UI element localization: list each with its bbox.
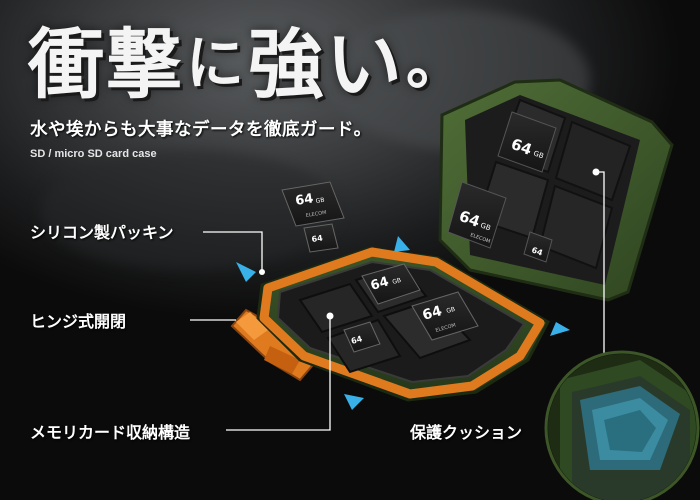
feature-cushion: 保護クッション	[410, 423, 523, 442]
card-unit: GB	[392, 277, 402, 286]
card-capacity: 64	[421, 303, 444, 324]
lid-card: 64 GB	[497, 111, 557, 173]
headline: 衝撃に強い。	[28, 8, 468, 109]
callout-line-gasket	[203, 231, 263, 272]
lid-micro-card: 64	[523, 231, 553, 263]
seal-arrows	[236, 236, 570, 410]
arrow-icon	[394, 236, 410, 252]
card-unit: GB	[446, 306, 456, 315]
lid-card: 64 GB ELECOM	[447, 181, 507, 249]
card-unit: GB	[315, 197, 325, 205]
arrow-icon	[344, 394, 364, 410]
floating-micro-card: 64	[303, 223, 339, 253]
card-unit: GB	[479, 221, 492, 232]
feature-gasket: シリコン製パッキン	[30, 223, 174, 242]
headline-part4: 。	[406, 29, 467, 97]
feature-storage: メモリカード収納構造	[30, 423, 191, 442]
headline-part2: に	[186, 29, 247, 97]
cushion-zoom-inset	[544, 350, 700, 500]
headline-part3: 強い	[248, 20, 405, 109]
card-unit: GB	[532, 149, 545, 160]
card-brand: ELECOM	[435, 322, 457, 334]
subtitle-en: SD / micro SD card case	[30, 148, 157, 160]
card-capacity: 64	[311, 233, 324, 244]
card-capacity: 64	[530, 245, 544, 257]
card-capacity: 64	[350, 334, 364, 346]
headline-part1: 衝撃	[28, 20, 184, 109]
callout-dots	[259, 168, 600, 320]
base-micro-card: 64	[343, 321, 381, 353]
arrow-icon	[236, 262, 256, 282]
subtitle: 水や埃からも大事なデータを徹底ガード。	[30, 120, 372, 140]
feature-hinge: ヒンジ式開閉	[30, 312, 127, 331]
arrow-icon	[550, 322, 570, 336]
base-card: 64 GB	[361, 263, 421, 305]
card-capacity: 64	[294, 191, 314, 209]
card-brand: ELECOM	[305, 210, 327, 219]
case-base	[256, 246, 550, 402]
base-card: 64 GB ELECOM	[411, 291, 479, 341]
floating-sd-card: 64 GB ELECOM	[281, 181, 345, 227]
card-capacity: 64	[369, 274, 391, 293]
callout-line-storage	[226, 316, 331, 431]
